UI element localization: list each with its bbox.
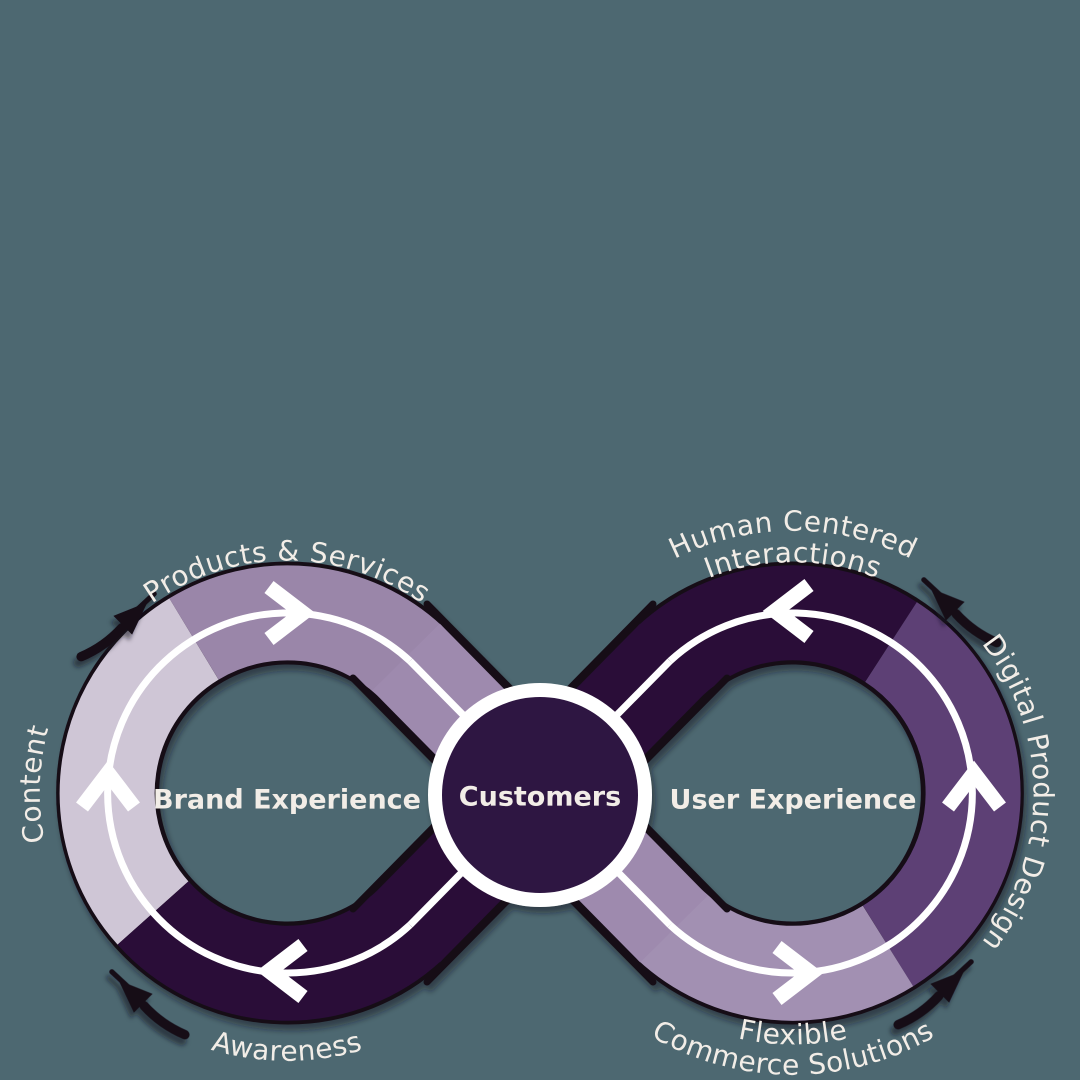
infinity-loop xyxy=(56,561,1024,1025)
flexible-commerce-label-line1: Flexible xyxy=(736,1013,850,1052)
user-experience-label: User Experience xyxy=(670,785,917,816)
customers-disc xyxy=(442,697,638,893)
customers-circle xyxy=(428,683,652,907)
brand-experience-label: Brand Experience xyxy=(153,785,421,816)
customers-label: Customers xyxy=(459,782,621,813)
